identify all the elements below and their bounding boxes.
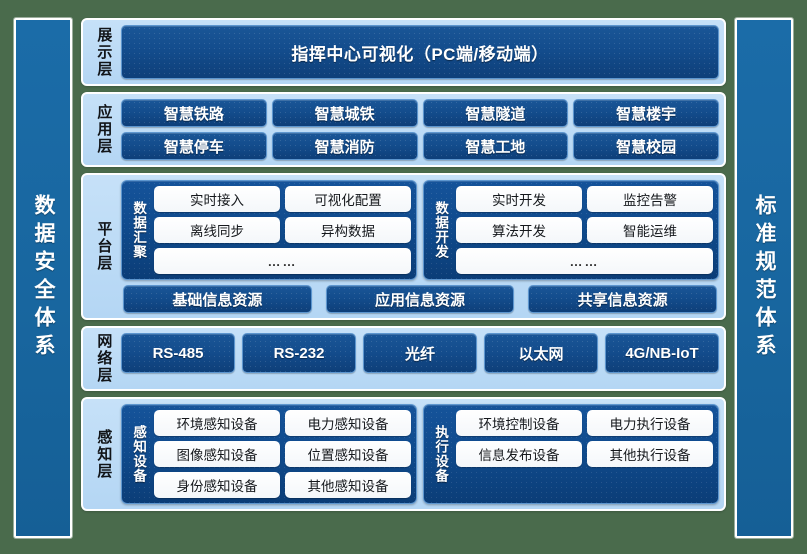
platform-chip-visual-config[interactable]: 可视化配置 <box>285 186 411 212</box>
platform-chip-aggregation-more[interactable]: …… <box>154 248 411 274</box>
platform-chip-development-more[interactable]: …… <box>456 248 713 274</box>
app-tile-smart-building[interactable]: 智慧楼宇 <box>573 99 719 127</box>
app-tile-smart-worksite[interactable]: 智慧工地 <box>422 132 569 160</box>
sense-chip-image[interactable]: 图像感知设备 <box>154 441 280 467</box>
actuator-chip-power-execution[interactable]: 电力执行设备 <box>587 410 713 436</box>
layer-perception-label: 感知层 <box>95 428 113 480</box>
perception-group-actuator-devices-items: 环境控制设备 电力执行设备 信息发布设备 其他执行设备 <box>456 410 713 498</box>
perception-group-sensing-devices-title: 感知设备 <box>131 425 147 483</box>
sense-chip-location[interactable]: 位置感知设备 <box>285 441 411 467</box>
layer-perception: 感知层 感知设备 环境感知设备 电力感知设备 图像感知设备 位置感知设备 <box>81 397 726 511</box>
platform-chip-smart-ops[interactable]: 智能运维 <box>587 217 713 243</box>
platform-group-data-aggregation-title: 数据汇聚 <box>131 201 147 259</box>
right-sidebar-standards: 标准规范体系 <box>735 18 793 538</box>
layer-application-label: 应用层 <box>95 104 113 155</box>
layer-stack: 展示层 指挥中心可视化（PC端/移动端） 应用层 智慧铁路 智慧城铁 智慧隧道 … <box>81 18 726 538</box>
platform-group-data-aggregation-items: 实时接入 可视化配置 离线同步 异构数据 …… <box>154 186 411 274</box>
actuator-chip-other-execution[interactable]: 其他执行设备 <box>587 441 713 467</box>
application-tile-grid: 智慧铁路 智慧城铁 智慧隧道 智慧楼宇 智慧停车 智慧消防 智慧工地 智慧校园 <box>121 99 719 160</box>
left-sidebar-data-security: 数据安全体系 <box>14 18 72 538</box>
layer-display: 展示层 指挥中心可视化（PC端/移动端） <box>81 18 726 86</box>
app-tile-smart-railway[interactable]: 智慧铁路 <box>121 99 267 127</box>
actuator-chip-environment-control[interactable]: 环境控制设备 <box>456 410 582 436</box>
sense-chip-other[interactable]: 其他感知设备 <box>285 472 411 498</box>
platform-chip-offline-sync[interactable]: 离线同步 <box>154 217 280 243</box>
actuator-chip-info-publishing[interactable]: 信息发布设备 <box>456 441 582 467</box>
net-tile-ethernet[interactable]: 以太网 <box>484 333 598 373</box>
sense-chip-power[interactable]: 电力感知设备 <box>285 410 411 436</box>
resource-tile-shared-info[interactable]: 共享信息资源 <box>528 285 717 313</box>
app-tile-smart-city-rail[interactable]: 智慧城铁 <box>271 99 418 127</box>
layer-network-label: 网络层 <box>95 333 113 384</box>
resource-tile-app-info[interactable]: 应用信息资源 <box>325 285 515 313</box>
platform-chip-algorithm-dev[interactable]: 算法开发 <box>456 217 582 243</box>
resource-tile-basic-info[interactable]: 基础信息资源 <box>123 285 312 313</box>
perception-group-row: 感知设备 环境感知设备 电力感知设备 图像感知设备 位置感知设备 <box>121 404 719 504</box>
perception-group-actuator-devices: 执行设备 环境控制设备 电力执行设备 信息发布设备 其他执行设备 <box>423 404 719 504</box>
net-tile-rs232[interactable]: RS-232 <box>242 333 356 373</box>
platform-group-data-development: 数据开发 实时开发 监控告警 算法开发 智能运维 …… <box>423 180 719 280</box>
perception-group-actuator-devices-title: 执行设备 <box>433 425 449 483</box>
app-tile-smart-campus[interactable]: 智慧校园 <box>573 132 719 160</box>
platform-group-row: 数据汇聚 实时接入 可视化配置 离线同步 异构数据 …… <box>121 180 719 280</box>
app-tile-smart-tunnel[interactable]: 智慧隧道 <box>422 99 569 127</box>
platform-chip-realtime-dev[interactable]: 实时开发 <box>456 186 582 212</box>
perception-group-sensing-devices: 感知设备 环境感知设备 电力感知设备 图像感知设备 位置感知设备 <box>121 404 417 504</box>
net-tile-rs485[interactable]: RS-485 <box>121 333 235 373</box>
layer-display-body: 指挥中心可视化（PC端/移动端） <box>118 25 719 79</box>
layer-network: 网络层 RS-485 RS-232 光纤 以太网 4G/NB-IoT <box>81 326 726 391</box>
left-sidebar-label: 数据安全体系 <box>32 194 56 362</box>
net-tile-fiber[interactable]: 光纤 <box>363 333 477 373</box>
layer-perception-body: 感知设备 环境感知设备 电力感知设备 图像感知设备 位置感知设备 <box>118 404 719 504</box>
layer-display-label: 展示层 <box>95 26 113 78</box>
layer-platform: 平台层 数据汇聚 实时接入 可视化配置 离线同步 异构数据 <box>81 173 726 320</box>
app-tile-smart-fire[interactable]: 智慧消防 <box>271 132 418 160</box>
platform-chip-monitor-alarm[interactable]: 监控告警 <box>587 186 713 212</box>
sense-chip-identity[interactable]: 身份感知设备 <box>154 472 280 498</box>
layer-network-body: RS-485 RS-232 光纤 以太网 4G/NB-IoT <box>118 333 719 384</box>
platform-chip-realtime-ingest[interactable]: 实时接入 <box>154 186 280 212</box>
platform-group-data-aggregation: 数据汇聚 实时接入 可视化配置 离线同步 异构数据 …… <box>121 180 417 280</box>
layer-application: 应用层 智慧铁路 智慧城铁 智慧隧道 智慧楼宇 智慧停车 智慧消防 智慧工地 智… <box>81 92 726 167</box>
layer-application-body: 智慧铁路 智慧城铁 智慧隧道 智慧楼宇 智慧停车 智慧消防 智慧工地 智慧校园 <box>118 99 719 160</box>
right-sidebar-label: 标准规范体系 <box>753 194 777 362</box>
perception-group-sensing-devices-items: 环境感知设备 电力感知设备 图像感知设备 位置感知设备 身份感知设备 其他感知设… <box>154 410 411 498</box>
net-tile-4g-nbiot[interactable]: 4G/NB-IoT <box>605 333 719 373</box>
network-tile-grid: RS-485 RS-232 光纤 以太网 4G/NB-IoT <box>121 333 719 373</box>
sense-chip-environment[interactable]: 环境感知设备 <box>154 410 280 436</box>
layer-platform-body: 数据汇聚 实时接入 可视化配置 离线同步 异构数据 …… <box>118 180 719 313</box>
platform-group-data-development-title: 数据开发 <box>433 201 449 259</box>
platform-group-data-development-items: 实时开发 监控告警 算法开发 智能运维 …… <box>456 186 713 274</box>
display-command-center-bar[interactable]: 指挥中心可视化（PC端/移动端） <box>121 25 719 79</box>
platform-resource-row: 基础信息资源 应用信息资源 共享信息资源 <box>121 285 719 313</box>
app-tile-smart-parking[interactable]: 智慧停车 <box>121 132 267 160</box>
layer-platform-label: 平台层 <box>95 221 113 272</box>
platform-chip-heterogeneous-data[interactable]: 异构数据 <box>285 217 411 243</box>
